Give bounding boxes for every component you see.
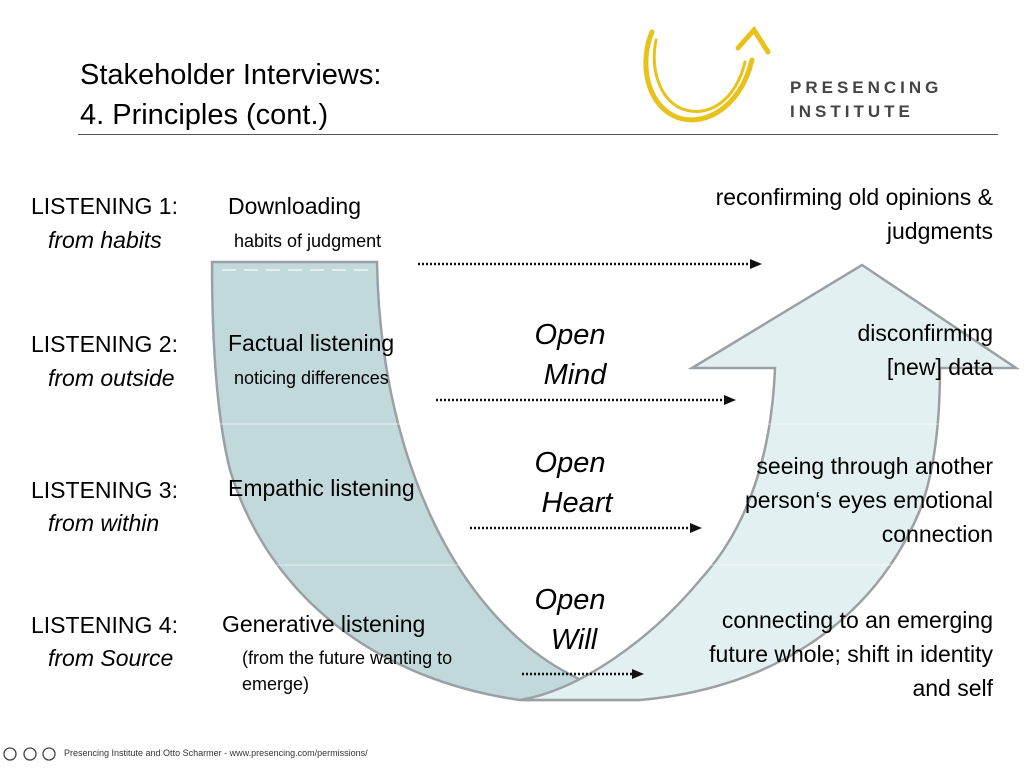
logo-line-1: PRESENCING xyxy=(790,78,943,97)
open-will-object: Will xyxy=(550,624,598,656)
level-1-outcome: reconfirming old opinions & judgments xyxy=(715,184,993,244)
open-heart: Open Heart xyxy=(520,443,620,523)
level-3-label: LISTENING 3: xyxy=(31,477,178,503)
footer-credit: Presencing Institute and Otto Scharmer -… xyxy=(64,748,368,758)
level-3-mode: Empathic listening xyxy=(228,475,415,501)
level-4-mode: Generative listening xyxy=(222,611,426,637)
open-will-word: Open xyxy=(534,584,606,616)
u-right-arrow xyxy=(519,263,1021,702)
level-4-source: from Source xyxy=(48,645,174,671)
open-heart-word: Open xyxy=(534,447,606,479)
open-will: Open Will xyxy=(520,580,620,660)
level-4-label: LISTENING 4: xyxy=(31,612,178,638)
level-2-label: LISTENING 2: xyxy=(31,331,178,357)
by-icon xyxy=(23,747,37,761)
title-line-1: Stakeholder Interviews: xyxy=(80,59,382,91)
open-mind: Open Mind xyxy=(520,315,620,395)
cc-icon xyxy=(3,747,17,761)
open-heart-object: Heart xyxy=(541,487,613,519)
title-divider xyxy=(78,134,998,135)
level-1-detail: habits of judgment xyxy=(234,231,382,251)
level-4-outcome: connecting to an emerging future whole; … xyxy=(709,607,993,701)
u-arrow-logo-icon xyxy=(643,25,771,123)
level-1-source: from habits xyxy=(48,227,162,253)
license-icons xyxy=(3,747,56,761)
level-2-source: from outside xyxy=(48,365,175,391)
logo-line-2: INSTITUTE xyxy=(790,102,914,121)
dotted-arrows xyxy=(418,262,752,676)
level-2-detail: noticing differences xyxy=(234,368,389,388)
level-4-detail: (from the future wanting to emerge) xyxy=(242,648,453,694)
page-title: Stakeholder Interviews: 4. Principles (c… xyxy=(80,55,381,135)
level-2-outcome: disconfirming [new] data xyxy=(857,320,994,380)
u-left-band xyxy=(210,260,641,702)
open-mind-word: Open xyxy=(534,319,606,351)
level-1-mode: Downloading xyxy=(228,193,361,219)
level-3-source: from within xyxy=(48,510,160,536)
nc-icon xyxy=(42,747,56,761)
level-1-label: LISTENING 1: xyxy=(31,193,178,219)
level-2-mode: Factual listening xyxy=(228,330,395,356)
title-line-2: 4. Principles (cont.) xyxy=(80,99,329,131)
level-3-outcome: seeing through another person‘s eyes emo… xyxy=(744,453,993,547)
open-mind-object: Mind xyxy=(543,359,607,391)
